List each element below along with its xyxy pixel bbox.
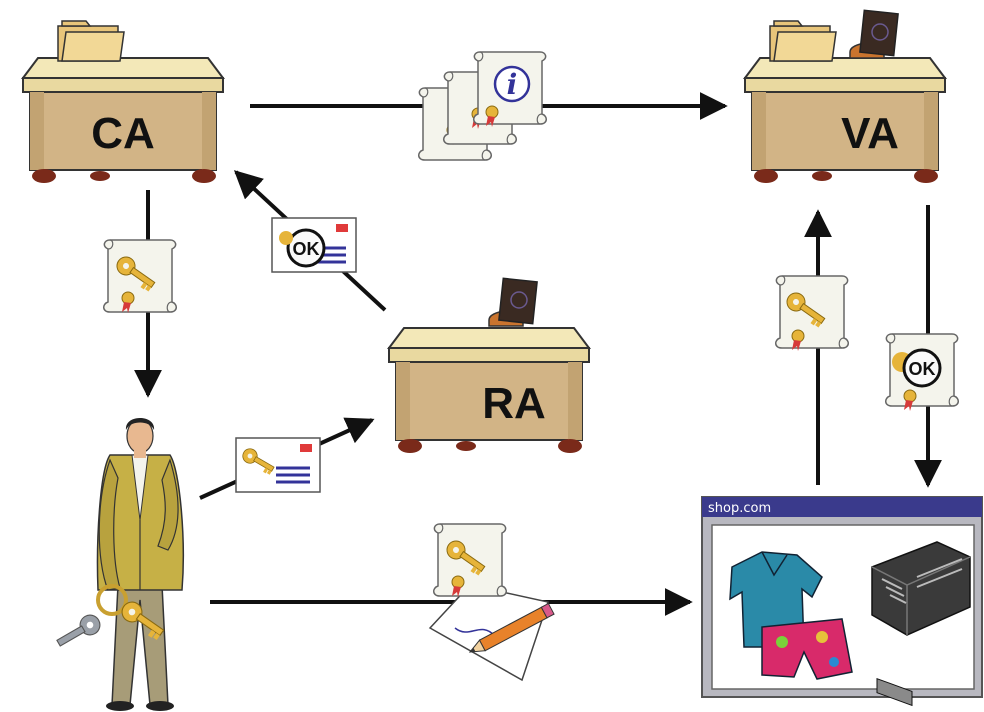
info-icon: i: [507, 68, 518, 101]
keys-icon: [56, 584, 168, 647]
cash-register-icon: [871, 541, 971, 707]
stamp-icon: [849, 9, 899, 59]
shorts-icon: [761, 618, 853, 680]
va-node: VA: [744, 9, 946, 184]
shop-window: shop.com: [701, 496, 983, 707]
window-title-bar: [702, 497, 982, 517]
signed-document: [428, 523, 555, 682]
certificate-icon: [774, 275, 850, 352]
ok-badge: [286, 228, 326, 268]
ok-badge: [902, 348, 942, 388]
certificate-icon: i: [472, 51, 548, 128]
ra-node: RA: [388, 277, 590, 454]
certificate-stack: i: [417, 51, 548, 161]
stamp-icon: [488, 277, 538, 327]
ok-text: OK: [909, 359, 936, 379]
certificate-icon: OK: [884, 333, 960, 412]
envelope-icon: OK: [270, 216, 358, 274]
va-label: VA: [841, 109, 899, 158]
ca-label: CA: [91, 109, 155, 158]
ok-text: OK: [293, 239, 320, 259]
folder-icon: [57, 20, 125, 62]
folder-icon: [769, 20, 837, 62]
person-icon: [96, 418, 184, 711]
certificate-icon: [102, 239, 178, 314]
ca-node: CA: [22, 20, 224, 184]
window-title: shop.com: [708, 501, 771, 516]
ra-label: RA: [482, 379, 546, 428]
pencil-icon: [468, 602, 555, 653]
envelope-icon: [234, 436, 322, 494]
certificate-icon: [432, 523, 508, 598]
paper-icon: [428, 584, 549, 682]
